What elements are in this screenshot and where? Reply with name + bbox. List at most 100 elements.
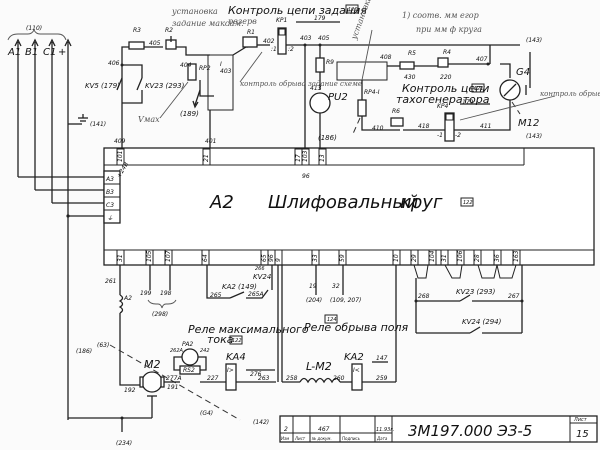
wire-410: 410 [372,125,384,132]
note-4b: при мм ф круга [416,25,482,34]
wire-263: 263 [258,375,270,382]
pin-1: :1 [271,46,277,53]
tacho-control-tag: 121 [474,86,484,92]
wire-406: 406 [108,60,120,67]
wire-265: 265 [210,292,222,299]
bottom-pin: 10 [393,254,400,262]
bus-line-b1: B1 [25,47,38,58]
rp2-pin: I [220,61,222,68]
bottom-pin: 104 [429,250,436,262]
field-break-tag: 124 [327,317,337,323]
rp2-pin-2: 403 [220,68,232,75]
pin-2b: -2 [455,132,461,139]
ref-234: (234) [116,440,132,447]
kp1-ref: 179 [314,15,326,22]
col-list: Лист [294,436,306,441]
bottom-pin: 31 [117,254,124,262]
r1-label: R1 [247,29,255,36]
block-a2: A3 B3 C3 ⏚ A2 Шлифовальный круг 122 +24В… [103,147,595,266]
sheet-number: 15 [576,429,589,440]
input-b3: B3 [106,189,114,196]
ka2-ref: 147 [376,355,388,362]
bottom-pin: 28 [474,254,481,262]
col-izm: Изм [281,436,289,441]
ref-142: (142) [253,419,269,426]
wire-258: 258 [286,375,298,382]
top-pins: 101 21 17 103 13 [116,148,327,166]
ref-143b: (143) [526,133,542,140]
ref-189: (189) [180,110,199,118]
pin-1b: -1 [437,132,443,139]
block-title: Шлифовальный [268,192,419,213]
task-control-title: Контроль цепи задания [228,4,367,17]
motor-circuit: 261 A2 199 198 (298) M2 (63) (186) 192 1… [68,265,309,447]
wire-407: 407 [476,56,488,63]
block-tag: 122 [463,200,473,206]
wire-265a: 265А [248,291,264,298]
wire-262a: 262А [170,348,184,354]
bottom-pin: 36 [494,254,501,262]
bottom-pin: 105 [146,250,153,262]
bottom-pin: 9 [275,258,282,262]
tacho-control-title: Контроль цепи [402,82,489,95]
bottom-pins: 31 105 107 64 65 96 9 33 59 10 29 104 31… [116,249,521,266]
ka2-149-label: KA2 (149) [222,283,257,291]
kv24-label: KV24 [253,273,271,281]
wire-277a: 277А [166,375,182,382]
wire-260: 260 [333,375,345,382]
ref-186b: (186) [76,348,92,355]
ref-g4: (G4) [200,410,213,417]
date: 11.93г. [376,427,395,433]
g4-label: G4 [516,67,530,78]
kp4-label: KP4 [437,103,449,110]
wire-409: 409 [114,138,126,145]
wire-402: 402 [263,38,275,45]
r5-label: R5 [408,50,416,57]
ka4-label: KA4 [226,352,246,363]
top-pin: 17 [295,154,302,162]
tacho-circuit: 405 R9 PU2 413 408 R5 430 R4 220 407 RP4… [309,35,542,148]
col-doc: № докум. [311,436,332,441]
ref-186: (186) [318,134,337,142]
ref-204: (204) [306,297,322,304]
wire-405b: 405 [318,35,330,42]
col-date: Дата [376,436,388,441]
bottom-pin: 107 [165,250,172,262]
block-ref: A2 [209,192,234,213]
bottom-pin: 163 [513,250,520,262]
block-title-2: круг [400,192,443,213]
wire-268: 268 [418,293,430,300]
wire-32: 32 [332,283,340,290]
wire-261: 261 [105,278,116,285]
r4-value: 220 [440,74,452,81]
wire-199: 199 [140,290,152,297]
bus-line-c1: C1 [43,47,56,58]
m2-label: M2 [144,358,161,371]
a2-coil-label: A2 [123,295,132,302]
ref-143a: (143) [526,37,542,44]
top-pin: 13 [319,154,326,162]
bottom-pin: 31 [441,254,448,262]
bus-group-ref: (110) [26,25,42,32]
bottom-pin: 96 [268,254,275,262]
change-no: 2 [284,426,288,433]
note-1c: резерв [228,17,257,26]
bottom-pin: 33 [312,254,319,262]
ref-63: (63) [97,342,109,349]
col-sign: Подпись [342,436,361,441]
r3-label: R3 [133,27,141,34]
pa2-label: PA2 [182,341,193,348]
wire-404: 404 [180,62,192,69]
r4-label: R4 [443,49,451,56]
wire-401: 401 [205,138,216,145]
pin-2: :2 [288,46,294,53]
top-extra-label: 96 [302,173,310,180]
wire-192: 192 [124,387,136,394]
task-control-circuit: Контроль цепи задания 120 R3 405 R2 406 … [85,4,520,148]
input-c3: C3 [106,202,114,209]
task-control-tag: 120 [348,7,358,13]
input-a3: A3 [105,176,114,183]
r9-label: R9 [326,59,334,66]
wire-408a: 408 [380,54,392,61]
